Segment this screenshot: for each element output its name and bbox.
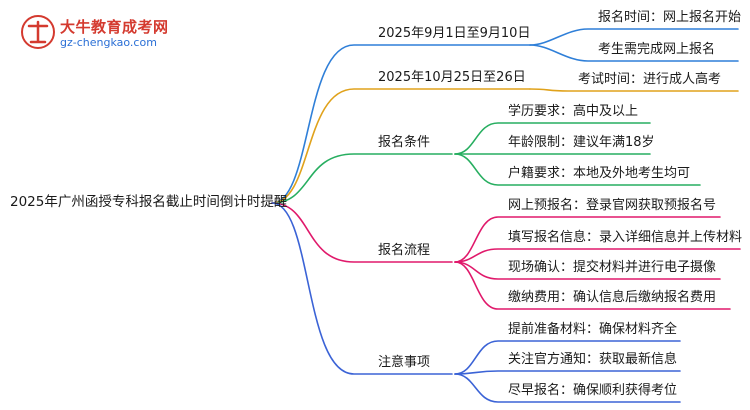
- leaf-connector: [454, 216, 721, 263]
- leaf-connector: [454, 373, 681, 403]
- leaf-connector: [529, 44, 739, 62]
- branch-label: 报名流程: [378, 243, 431, 258]
- branch-label: 2025年9月1日至9月10日: [378, 26, 531, 41]
- leaf-label: 考生需完成网上报名: [598, 42, 716, 57]
- leaf-label: 现场确认：提交材料并进行电子摄像: [508, 260, 717, 275]
- branch-connector: [271, 153, 453, 204]
- leaf-connector: [454, 248, 741, 263]
- logo-title: 大牛教育成考网: [60, 18, 169, 36]
- leaf-connector: [454, 340, 681, 375]
- branch-connector: [271, 202, 453, 375]
- logo-url: gz-chengkao.com: [60, 36, 157, 49]
- branch-label: 2025年10月25日至26日: [378, 70, 526, 85]
- leaf-connector: [454, 261, 731, 310]
- site-logo[interactable]: 大牛教育成考网 gz-chengkao.com: [20, 14, 190, 54]
- leaf-connector: [454, 370, 681, 375]
- leaf-label: 年龄限制：建议年满18岁: [508, 135, 655, 150]
- leaf-label: 户籍要求：本地及外地考生均可: [508, 166, 691, 181]
- leaf-label: 填写报名信息：录入详细信息并上传材料: [508, 230, 743, 245]
- leaf-label: 考试时间：进行成人高考: [578, 72, 722, 87]
- leaf-label: 缴纳费用：确认信息后缴纳报名费用: [508, 290, 717, 305]
- logo-mark-icon: [21, 15, 55, 49]
- branch-connector: [271, 88, 531, 204]
- leaf-label: 提前准备材料：确保材料齐全: [508, 322, 678, 337]
- leaf-label: 报名时间：网上报名开始: [598, 10, 742, 25]
- root-topic: 2025年广州函授专科报名截止时间倒计时提醒: [10, 194, 288, 210]
- branch-label: 注意事项: [378, 355, 431, 370]
- leaf-connector: [454, 153, 701, 186]
- leaf-label: 网上预报名：登录官网获取预报名号: [508, 198, 717, 213]
- branch-connector: [271, 44, 531, 204]
- leaf-connector: [529, 28, 739, 46]
- leaf-label: 学历要求：高中及以上: [508, 104, 639, 119]
- leaf-connector: [454, 122, 651, 155]
- branch-connector: [271, 202, 453, 263]
- leaf-connector: [529, 88, 739, 92]
- leaf-label: 尽早报名：确保顺利获得考位: [508, 383, 678, 398]
- leaf-label: 关注官方通知：获取最新信息: [508, 352, 678, 367]
- branch-label: 报名条件: [378, 135, 431, 150]
